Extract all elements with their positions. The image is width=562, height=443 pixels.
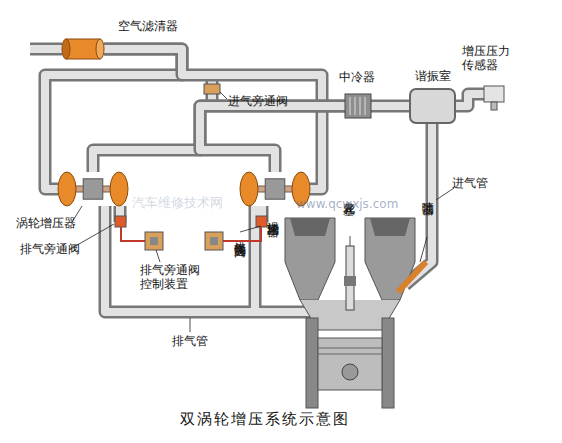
filter-body — [66, 39, 100, 59]
cylinder-head — [285, 218, 335, 300]
part-label: 喷油器 — [421, 192, 435, 195]
turbocharger: 涡轮增压器 — [58, 172, 128, 206]
intake-bypass-valve — [204, 84, 220, 94]
pipe-inner — [200, 106, 345, 172]
part-label: 排气旁通阀 — [233, 232, 247, 237]
component-label: 涡轮增压器 — [16, 216, 76, 230]
exhaust-bypass-valve — [115, 216, 126, 227]
pressure-sensor: 增压压力 传感器 — [484, 86, 504, 102]
cylinder-wall — [382, 318, 394, 408]
component-label: 空气滤清器 — [118, 19, 178, 33]
shape-outline — [345, 94, 371, 118]
part-label: 进气管 — [452, 176, 488, 190]
intercooler: 中冷器 — [345, 94, 371, 118]
component-label: 中冷器 — [339, 70, 375, 84]
pipe-inner — [45, 49, 182, 189]
sensor-body — [484, 86, 504, 102]
air-filter: 空气滤清器 — [62, 39, 104, 59]
control-device — [145, 232, 163, 250]
cooler-fin — [365, 97, 366, 115]
watermark: 汽车维修技术网 — [132, 196, 223, 210]
leader-line — [420, 237, 427, 262]
leader-line — [156, 250, 160, 262]
part-label: 排气旁通阀 控制装置 — [140, 263, 206, 291]
cooler-fin — [355, 97, 356, 115]
pipe-connector — [200, 106, 345, 172]
figure-caption: 双涡轮增压系统示意图 — [180, 410, 350, 429]
cooler-core — [345, 94, 371, 118]
component-label: 谐振室 — [415, 69, 451, 83]
chamber-body — [410, 89, 455, 123]
control-device-core — [150, 237, 158, 245]
part-label: 进气旁通阀 — [228, 94, 288, 108]
pipe-connector — [104, 49, 322, 189]
pipe-connector — [45, 49, 182, 189]
pipe-connector — [93, 106, 345, 172]
cylinder-wall — [306, 318, 318, 408]
turbo-wheel — [58, 172, 76, 206]
pipe-outer — [30, 49, 432, 312]
valve-cap — [370, 218, 410, 236]
leader-line — [436, 188, 454, 200]
turbo-housing — [265, 179, 285, 199]
cooler-fin — [360, 97, 361, 115]
turbo-housing — [83, 179, 103, 199]
part-label: 排气管 — [172, 334, 208, 348]
filter-end — [96, 39, 104, 59]
leader-line — [240, 226, 261, 232]
cooler-fin — [350, 97, 351, 115]
leader-line — [220, 92, 227, 99]
shape-outline — [62, 39, 104, 59]
cylinder-head — [365, 218, 415, 300]
control-device — [205, 232, 223, 250]
shape-outline — [58, 172, 128, 206]
leader-line — [350, 236, 351, 246]
piston-pin — [342, 364, 358, 380]
sensor-stem — [491, 102, 497, 110]
component-label: 涡轮增压器 — [266, 212, 280, 217]
valve-cap — [290, 218, 330, 236]
piston — [318, 338, 382, 390]
piston-ring — [318, 348, 382, 349]
pipe-connector — [455, 94, 484, 106]
filter-end — [62, 39, 70, 59]
spark-plug-nut — [344, 276, 356, 286]
leader-line — [190, 318, 191, 332]
shape-outline — [410, 89, 455, 123]
exhaust-bypass-valve — [256, 216, 267, 227]
pipe-inner — [93, 106, 345, 172]
shape-outline — [484, 86, 504, 102]
fuel-injector — [398, 262, 426, 292]
control-wire — [121, 227, 261, 241]
piston-ring — [318, 354, 382, 355]
pipe-inner — [30, 49, 432, 312]
part-label: 火花塞 — [342, 192, 356, 195]
turbo-wheel — [240, 172, 258, 206]
watermark: www.qcwxjs.com — [296, 197, 398, 211]
control-device-core — [210, 237, 218, 245]
turbo-wheel — [110, 172, 128, 206]
pipe-connector — [371, 100, 410, 113]
part-label: 排气旁通阀 — [20, 242, 80, 256]
resonance-chamber: 谐振室 — [410, 89, 455, 123]
pipe-inner — [104, 49, 322, 189]
pipe-inner — [371, 102, 410, 110]
pipe-inner — [455, 94, 484, 106]
component-label: 增压压力 传感器 — [462, 44, 516, 72]
